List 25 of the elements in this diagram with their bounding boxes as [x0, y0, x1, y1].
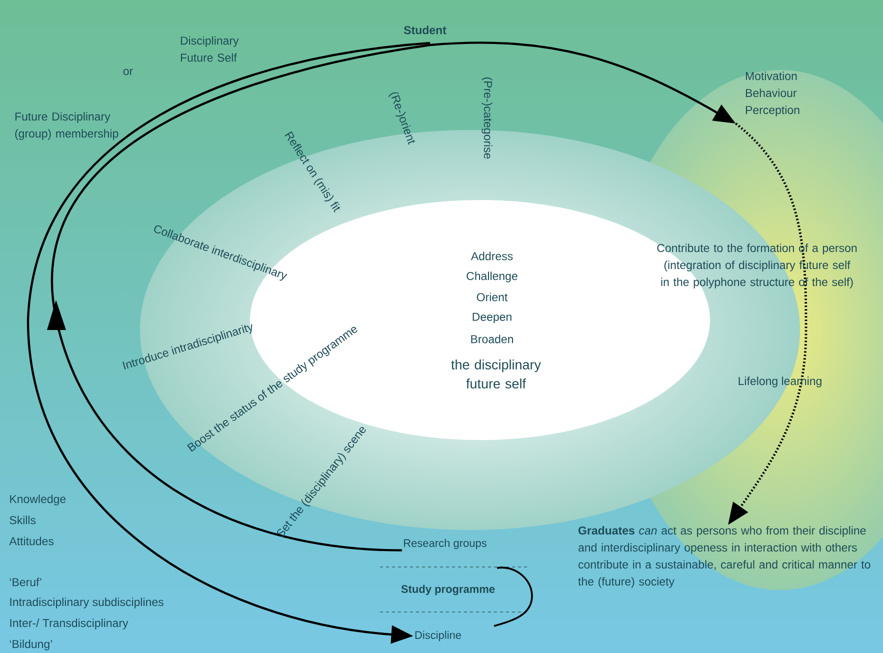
label-text: the disciplinary future self	[451, 360, 541, 388]
label-text: Contribute to the formation of a person (integration of disciplinary future self in the polyphone structure of the self)	[657, 244, 857, 288]
label-text: Inter-/ Transdisciplinary	[10, 618, 128, 630]
node-text: Discipline	[415, 630, 462, 642]
node-text: Study programme	[401, 584, 495, 596]
label-text: Future Disciplinary (group) membership	[15, 112, 118, 140]
label-text: ‘Beruf’	[10, 578, 42, 586]
label-text: Broaden	[471, 334, 513, 344]
label-text: ‘Bildung’	[10, 640, 52, 650]
label-text: Lifelong learning	[738, 376, 822, 388]
label-text: Knowledge	[10, 494, 66, 506]
label-text: Student	[404, 26, 446, 34]
label-text: Deepen	[472, 312, 512, 324]
node-text: Research groups	[404, 538, 486, 550]
label-text: (Pre-)categorise	[482, 77, 492, 159]
label-text: Disciplinary Future Self	[180, 36, 239, 62]
label-text: Address	[470, 252, 513, 260]
node-text: Graduates can act as persons who from their discipline and interdisciplinary openess in interaction with others contribute in a sustainable, careful and critical manner to the (future) society	[578, 526, 870, 588]
label-text: Attitudes	[9, 536, 54, 546]
label-text: or	[123, 68, 133, 76]
label-text: Skills	[10, 516, 36, 524]
label-text: Challenge	[466, 272, 518, 282]
label-text: Intradisciplinary subdisciplines	[10, 598, 164, 608]
node-text: Motivation Behaviour Perception	[746, 72, 800, 116]
label-text: Orient	[476, 292, 508, 302]
